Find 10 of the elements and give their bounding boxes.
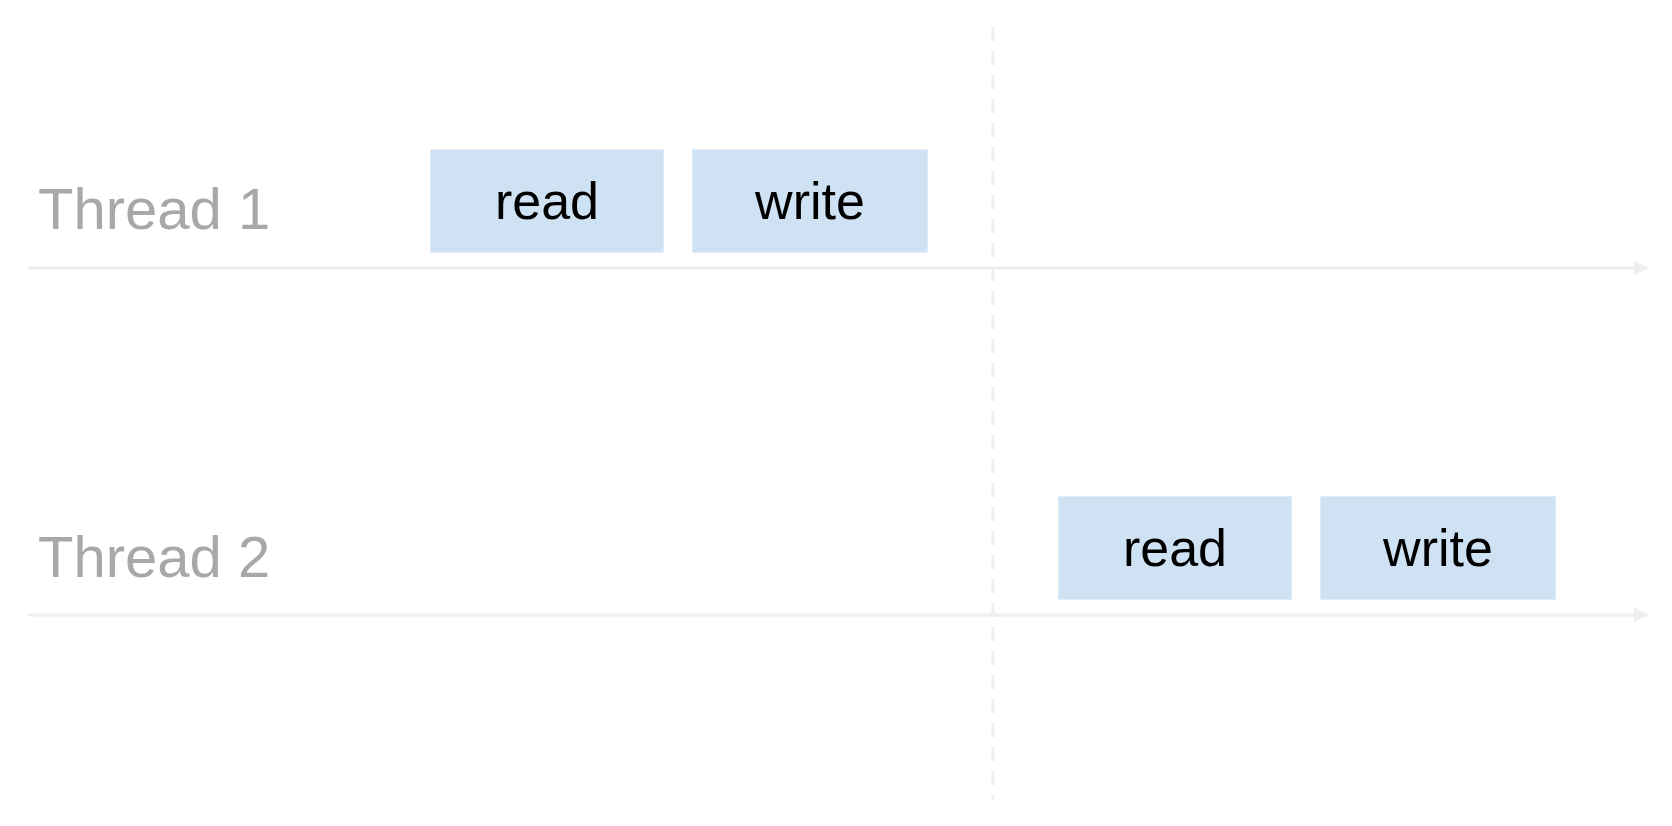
operation-block <box>1320 496 1556 600</box>
operation-block <box>1058 496 1292 600</box>
thread-label: Thread 1 <box>38 180 271 238</box>
thread-label: Thread 2 <box>38 528 271 586</box>
operation-label: write <box>1383 522 1493 574</box>
operation-label: read <box>1122 522 1228 574</box>
operation-block <box>692 149 928 253</box>
operation-block <box>430 149 664 253</box>
operation-label: write <box>755 175 865 227</box>
operation-label: read <box>494 175 600 227</box>
